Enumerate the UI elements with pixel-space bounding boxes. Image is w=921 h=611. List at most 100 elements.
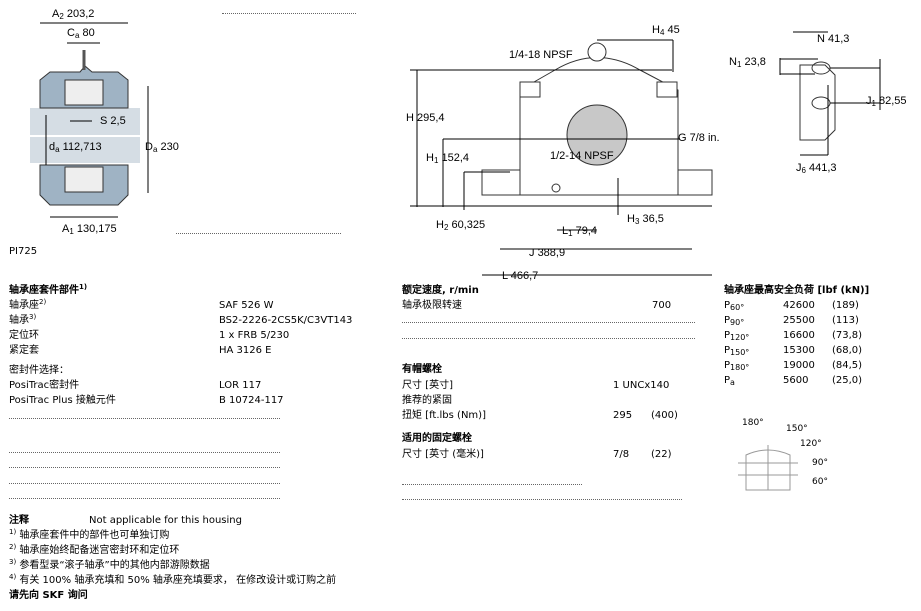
dim-a2: A2 203,2 [52, 8, 95, 21]
cap-bolts-size-label: 尺寸 [英寸] [402, 380, 453, 391]
notes-title: 注释 [9, 515, 29, 526]
dim-s-value: 2,5 [110, 115, 126, 127]
dotted-divider [402, 338, 695, 339]
housing-foot-drawing [779, 31, 881, 156]
load-p: P [724, 330, 731, 341]
seal-value: B 10724-117 [219, 395, 284, 406]
note-text: 参看型录“滚子轴承”中的其他内部游隙数据 [19, 560, 210, 571]
dim-ca: Ca 80 [67, 27, 95, 40]
cap-bolts-torque-value: 295 [613, 410, 633, 421]
cap-bolts-rec-label: 推荐的紧固 [402, 395, 452, 406]
dim-h2-value: 60,325 [451, 219, 486, 231]
kit-row-label-text: 轴承 [9, 315, 29, 326]
kit-row-value: SAF 526 W [219, 300, 274, 311]
dotted-divider [9, 498, 280, 499]
load-p: P [724, 375, 731, 386]
note-sup: 2) [9, 543, 17, 551]
seal-title: 密封件选择： [9, 365, 69, 376]
dim-j-value: 388,9 [537, 247, 566, 259]
dim-g-value: 7/8 in. [689, 132, 720, 144]
dotted-divider [9, 418, 280, 419]
speed-title: 额定速度, r/min [402, 285, 479, 296]
dim-n-value: 41,3 [828, 33, 850, 45]
dotted-divider [176, 233, 341, 234]
kit-row-sup: 3) [29, 313, 37, 321]
attach-bolts-size-mm: (22) [651, 449, 672, 460]
load-kn: (68,0) [832, 345, 863, 356]
dim-da-small-value: 112,713 [62, 141, 102, 153]
dotted-divider [402, 499, 682, 500]
dim-j6-value: 441,3 [809, 162, 837, 174]
dim-l-value: 466,7 [510, 270, 539, 282]
note-text: 有关 100% 轴承充填和 50% 轴承座充填要求， 在修改设计或订购之前 [19, 575, 337, 586]
speed-value: 700 [652, 300, 672, 311]
note-item: 4) 有关 100% 轴承充填和 50% 轴承座充填要求， 在修改设计或订购之前 [9, 573, 337, 587]
load-direction-diagram [738, 445, 798, 491]
load-lbf: 15300 [783, 345, 815, 356]
angle-label: 90° [812, 458, 828, 468]
bearing-section-drawing [30, 22, 149, 218]
dim-h-value: 295,4 [417, 112, 445, 124]
load-angle: 90° [730, 318, 745, 327]
kit-row-value: BS2-2226-2CS5K/C3VT143 [219, 315, 353, 326]
dim-j: J 388,9 [529, 247, 566, 259]
dim-h1-value: 152,4 [441, 152, 469, 164]
kit-row-value: HA 3126 E [219, 345, 272, 356]
attach-bolts-size-value: 7/8 [613, 449, 630, 460]
kit-row-value: 1 x FRB 5/230 [219, 330, 290, 341]
dim-n: N 41,3 [817, 33, 850, 45]
load-label: P180° [724, 360, 749, 374]
dim-h2: H2 60,325 [436, 219, 486, 232]
cap-bolts-size-value: 1 UNCx140 [613, 380, 670, 391]
loads-title: 轴承座最高安全负荷 [lbf (kN)] [724, 285, 870, 296]
load-lbf: 25500 [783, 315, 815, 326]
dim-h3: H3 36,5 [627, 213, 664, 226]
kit-row-label: 轴承座2) [9, 298, 47, 312]
speed-label: 轴承极限转速 [402, 300, 462, 311]
dim-j6: J6 441,3 [796, 162, 837, 175]
load-p: P [724, 360, 731, 371]
load-p: P [724, 345, 731, 356]
cap-bolts-torque-label: 扭矩 [ft.lbs (Nm)] [402, 410, 486, 421]
angle-label: 120° [800, 439, 822, 449]
npsf-top: 1/4-18 NPSF [509, 49, 573, 61]
load-label: P150° [724, 345, 749, 359]
seal-label: PosiTrac密封件 [9, 380, 80, 391]
dim-h4: H4 45 [652, 24, 680, 37]
load-angle: 180° [730, 363, 750, 372]
angle-label: 150° [786, 424, 808, 434]
dotted-divider [402, 484, 582, 485]
dim-g: G 7/8 in. [678, 132, 720, 144]
dotted-divider [222, 13, 356, 14]
note-item: 2) 轴承座始终配备迷宫密封环和定位环 [9, 543, 179, 557]
dim-j1: J1 82,55 [866, 95, 907, 108]
dim-n1-value: 23,8 [744, 56, 766, 68]
dim-n1: N1 23,8 [729, 56, 766, 69]
load-label: P120° [724, 330, 749, 344]
load-kn: (84,5) [832, 360, 863, 371]
note-sup: 1) [9, 528, 17, 536]
load-kn: (25,0) [832, 375, 863, 386]
load-angle: 150° [730, 348, 750, 357]
load-p: P [724, 300, 731, 311]
load-kn: (73,8) [832, 330, 863, 341]
note-sup: 4) [9, 573, 17, 581]
load-label: P60° [724, 300, 744, 314]
housing-front-drawing [410, 39, 713, 276]
dim-l1: L1 79,4 [562, 225, 598, 238]
dim-a2-value: 203,2 [66, 8, 95, 20]
kit-row-sup: 2) [39, 298, 47, 306]
attach-bolts-title: 适用的固定螺栓 [402, 433, 472, 444]
dim-da-small: da 112,713 [49, 141, 102, 156]
load-kn: (113) [832, 315, 859, 326]
dotted-divider [9, 483, 280, 484]
load-kn: (189) [832, 300, 859, 311]
note-item: 1) 轴承座套件中的部件也可单独订购 [9, 528, 169, 542]
kit-title-sup: 1) [79, 283, 88, 291]
kit-title: 轴承座套件部件1) [9, 283, 88, 297]
seal-value: LOR 117 [219, 380, 262, 391]
load-label: Pa [724, 375, 735, 389]
npsf-bottom: 1/2-14 NPSF [550, 150, 614, 162]
cap-bolts-torque-nm: (400) [651, 410, 678, 421]
